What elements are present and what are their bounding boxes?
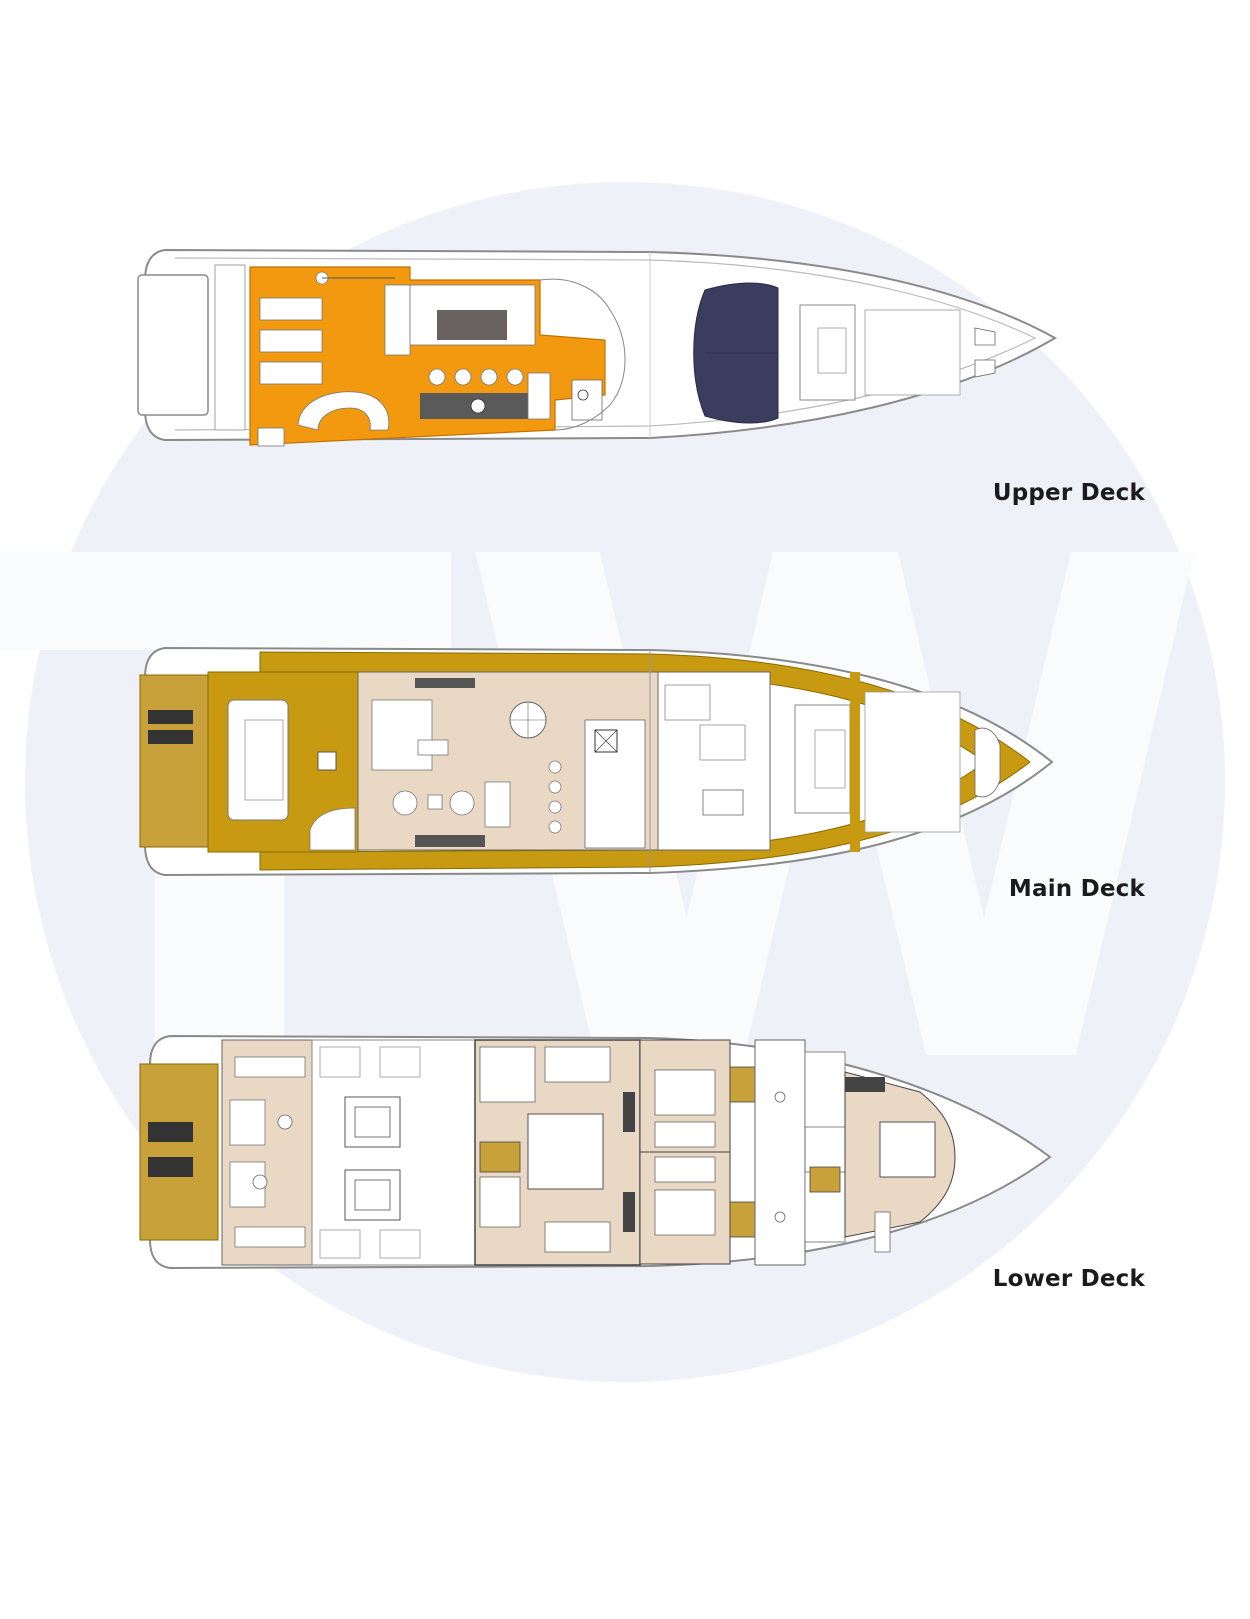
upper-deck-plan <box>137 248 1058 447</box>
main-swim-platform <box>139 674 209 848</box>
lobby <box>754 1039 806 1266</box>
sunpad <box>259 329 323 353</box>
engine <box>344 1169 401 1221</box>
engine-room <box>311 1039 476 1266</box>
master-bed <box>527 1113 604 1190</box>
lounge-sofa <box>384 284 411 356</box>
curved-sofa <box>297 391 390 431</box>
lower-deck-label: Lower Deck <box>992 1266 1145 1292</box>
main-deck-label: Main Deck <box>1008 876 1145 902</box>
sunpad <box>259 361 323 385</box>
dining-table <box>437 310 507 340</box>
upper-helm <box>571 379 603 421</box>
bar-stool <box>506 368 524 386</box>
lower-deck-plan <box>139 1034 1052 1270</box>
engine <box>344 1096 401 1148</box>
bar-stool <box>454 368 472 386</box>
bar-stool <box>428 368 446 386</box>
bar-stool <box>480 368 498 386</box>
lower-swim-platform <box>139 1063 219 1241</box>
vip-bed <box>879 1121 936 1178</box>
main-deck-plan <box>139 646 1054 877</box>
upper-swim-platform <box>137 274 209 416</box>
upper-deck-label: Upper Deck <box>992 480 1145 506</box>
sunpad <box>259 297 323 321</box>
